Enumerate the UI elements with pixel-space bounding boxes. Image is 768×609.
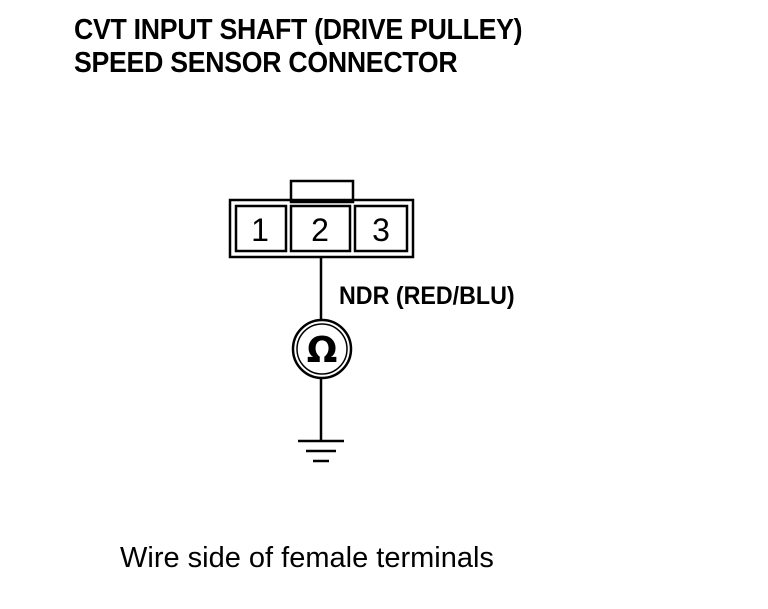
terminal-cell-2	[289, 204, 352, 253]
diagram-caption: Wire side of female terminals	[120, 542, 494, 574]
terminal-cell-3	[353, 204, 409, 253]
ohm-symbol: Ω	[307, 330, 338, 371]
terminal-cell-1	[234, 204, 288, 253]
wire-color-label: NDR (RED/BLU)	[339, 282, 515, 310]
terminal-3-label: 3	[372, 212, 390, 248]
title-line-1: CVT INPUT SHAFT (DRIVE PULLEY)	[74, 14, 523, 46]
terminal-1-label: 1	[251, 212, 269, 248]
terminal-2-label: 2	[311, 212, 329, 248]
title-line-2: SPEED SENSOR CONNECTOR	[74, 47, 458, 79]
ground-icon	[298, 439, 344, 463]
diagram-title: CVT INPUT SHAFT (DRIVE PULLEY) SPEED SEN…	[74, 14, 523, 80]
ohmmeter-icon: Ω	[291, 318, 353, 380]
connector-lock-tab	[289, 179, 355, 204]
